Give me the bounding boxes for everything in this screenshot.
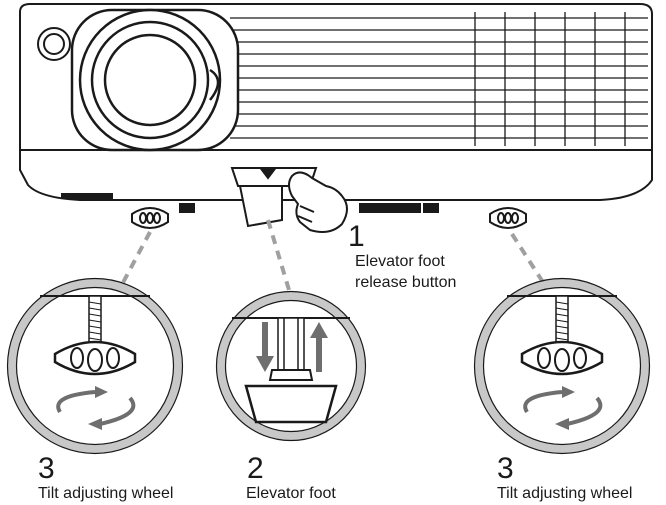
callout-lines [116,219,550,301]
tilt-wheel-detail-right [473,277,651,455]
callout-3-left-label: Tilt adjusting wheel [38,485,174,502]
lens-icon [70,8,240,152]
rotate-arrows-icon [523,390,603,426]
callout-3-right-number: 3 [497,452,514,485]
vent-grille [230,12,648,146]
tilt-wheel-icon [489,207,527,229]
callout-1-label-line2: release button [355,274,457,291]
elevator-foot-detail [215,290,367,442]
tilt-wheel-detail-left [6,277,184,455]
elevator-release-button [230,167,318,228]
bottom-details [61,193,439,213]
callout-3-left-number: 3 [38,452,55,485]
tilt-wheel-icon [131,207,169,229]
rotate-arrows-icon [56,390,136,426]
callout-3-right-label: Tilt adjusting wheel [497,485,633,502]
callout-2-label: Elevator foot [246,485,336,502]
up-down-arrows-icon [256,322,328,372]
hand-pointer-icon [288,171,348,233]
ir-sensor [37,27,71,61]
callout-1-number: 1 [348,220,365,253]
callout-1-label-line1: Elevator foot [355,253,445,270]
callout-2-number: 2 [247,452,264,485]
